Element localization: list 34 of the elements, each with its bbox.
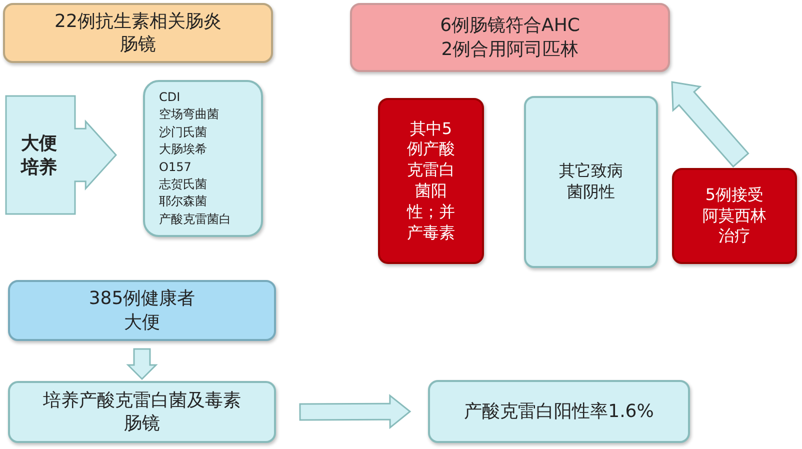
box-text: 385例健康者: [88, 287, 196, 310]
process-box: [8, 280, 276, 341]
list-box: [143, 80, 263, 237]
treatment-box: [672, 168, 797, 264]
box-text: 其中5例产酸克雷白菌阳性；并产毒素: [406, 118, 456, 244]
block-arrow: [126, 348, 158, 380]
result-box: [524, 96, 658, 268]
box-text: 产酸克雷白阳性率1.6%: [464, 400, 654, 424]
box-text: 大便: [124, 310, 160, 334]
heading-box: [3, 3, 273, 63]
box-text: 5例接受阿莫西林治疗: [702, 184, 768, 248]
result-box: [428, 380, 690, 443]
box-text: 肠镜: [120, 33, 156, 56]
list-item: 产酸克雷菌白: [159, 210, 231, 228]
box-text: 2例合用阿司匹林: [441, 38, 579, 61]
process-box: [8, 381, 276, 443]
list-item: 志贺氏菌: [159, 176, 207, 193]
box-text: 6例肠镜符合AHC: [440, 14, 580, 38]
block-arrow: [299, 394, 412, 430]
list-item: 空场弯曲菌: [159, 106, 219, 124]
block-arrow: [671, 81, 750, 168]
list-item: 沙门氏菌: [159, 124, 207, 141]
list-item: 耶尔森菌: [159, 193, 207, 210]
result-box: [350, 3, 670, 72]
list-item: 大肠埃希: [159, 141, 207, 158]
result-box: [378, 98, 484, 264]
box-text: 培养产酸克雷白菌及毒素: [43, 388, 241, 412]
pentagon-step-shape: [5, 95, 117, 215]
box-text: 肠镜: [124, 412, 160, 436]
box-text: 其它致病菌阴性: [558, 161, 624, 203]
box-text: 大便培养: [19, 132, 58, 179]
list-item: CDI: [159, 88, 180, 106]
list-item: O157: [159, 158, 192, 176]
box-text: 22例抗生素相关肠炎: [54, 10, 222, 33]
